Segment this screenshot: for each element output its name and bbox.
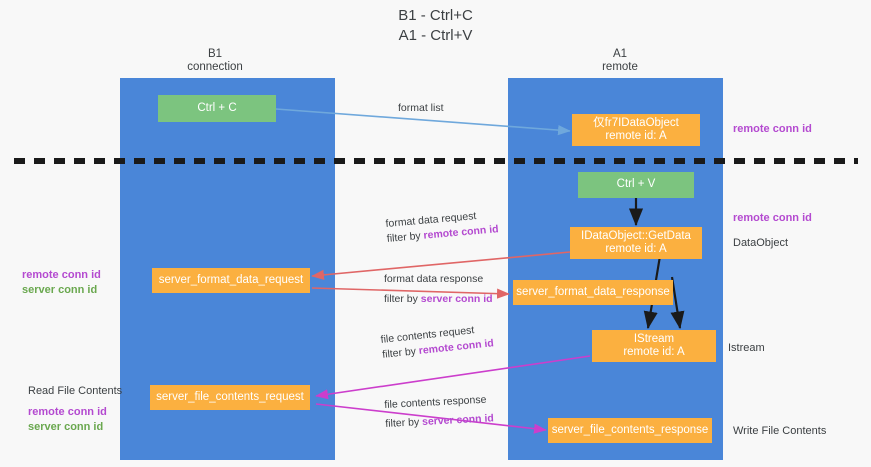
annotation-left-read-key2: server conn id [28,421,104,433]
annotation-right-write-file-contents: Write File Contents [733,424,826,439]
annotation-right-istream: Istream [728,341,765,356]
annotation-left-mid-key2: server conn id [22,284,98,296]
column-header-a1: A1 remote [550,48,690,74]
edge-fmt-resp-line1: format data response [384,273,484,285]
annotation-right-remote-conn-id-top: remote conn id [733,122,812,137]
annotation-left-read-text: Read File Contents [28,385,123,397]
column-b1-title: B1 [207,48,223,60]
node-ctrl-v-label: Ctrl + V [616,178,656,191]
column-header-b1: B1 connection [145,48,285,74]
edge-file-resp-key: server conn id [421,412,495,429]
annotation-right-top-key: remote conn id [733,123,812,135]
annotation-right-write-text: Write File Contents [733,425,827,437]
node-idataobject-getdata[interactable]: IDataObject::GetData remote id: A [570,227,702,259]
node-server-file-contents-response[interactable]: server_file_contents_response [548,418,712,443]
annotation-right-dataobject-text: DataObject [733,237,789,249]
node-server-format-data-request[interactable]: server_format_data_request [152,268,310,293]
edge-file-resp-line1: file contents response [384,393,487,411]
node-istream[interactable]: IStream remote id: A [592,330,716,362]
node-idataobject-sub: remote id: A [605,130,667,142]
edge-fmt-req-prefix: filter by [386,229,425,245]
edge-file-req-prefix: filter by [381,345,420,361]
annotation-right-mid-key: remote conn id [733,212,812,224]
node-file-req-label: server_file_contents_request [156,390,304,403]
node-getdata-label: IDataObject::GetData [581,229,691,242]
annotation-right-remote-conn-id-mid: remote conn id [733,211,812,226]
edge-label-format-list-text: format list [398,102,444,114]
title-line-2: A1 - Ctrl+V [398,27,473,44]
edge-fmt-resp-prefix: filter by [384,293,421,305]
node-fmt-resp-label: server_format_data_response [516,285,670,298]
title-line-1: B1 - Ctrl+C [398,7,473,24]
annotation-left-read-key1: remote conn id [28,406,107,418]
edge-label-format-data-response: format data response filter by server co… [384,272,493,307]
node-server-format-data-response[interactable]: server_format_data_response [513,280,673,305]
annotation-right-istream-text: Istream [728,342,765,354]
node-ctrl-v[interactable]: Ctrl + V [578,172,694,198]
node-ctrl-c[interactable]: Ctrl + C [158,95,276,122]
node-fmt-req-label: server_format_data_request [158,273,304,286]
annotation-left-mid-key1: remote conn id [22,269,101,281]
node-getdata-sub: remote id: A [605,243,667,255]
column-b1-subtitle: connection [187,61,243,73]
edge-file-resp-prefix: filter by [385,416,423,430]
edge-fmt-resp-line2: filter by server conn id [384,292,493,307]
edge-label-file-contents-response: file contents response filter by server … [384,392,494,432]
annotation-right-dataobject: DataObject [733,236,788,251]
annotation-left-conn-ids: remote conn id server conn id [22,268,101,298]
node-istream-sub: remote id: A [623,346,685,358]
node-idataobject[interactable]: 仅fr7IDataObject remote id: A [572,114,700,146]
column-a1-title: A1 [612,48,628,60]
edge-label-format-data-request: format data request filter by remote con… [385,207,499,247]
edge-label-file-contents-request: file contents request filter by remote c… [380,321,495,363]
column-a1-subtitle: remote [602,61,638,73]
node-server-file-contents-request[interactable]: server_file_contents_request [150,385,310,410]
node-istream-label: IStream [633,332,675,345]
node-idataobject-label: 仅fr7IDataObject [593,116,679,129]
edge-label-format-list: format list [398,101,444,116]
diagram-title: B1 - Ctrl+C A1 - Ctrl+V [0,6,871,46]
node-file-resp-label: server_file_contents_response [551,423,709,436]
edge-fmt-resp-key: server conn id [420,293,493,305]
node-ctrl-c-label: Ctrl + C [197,101,237,114]
edge-file-resp-line2: filter by server conn id [385,411,494,432]
annotation-left-read-file-contents: Read File Contents remote conn id server… [28,384,122,435]
